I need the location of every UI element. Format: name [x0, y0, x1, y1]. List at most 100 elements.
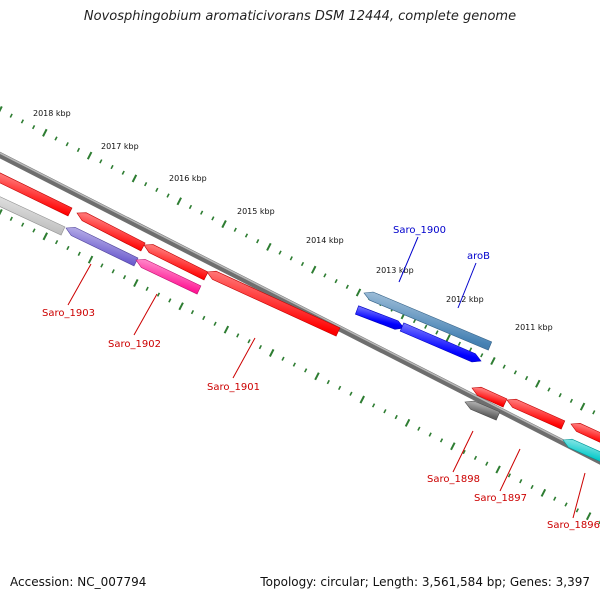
tick-mark — [428, 432, 432, 437]
tick-mark — [310, 265, 317, 274]
tick-mark — [21, 222, 25, 227]
tick-mark — [122, 274, 127, 280]
tick-mark — [155, 187, 159, 192]
gene-label[interactable]: Saro_1900 — [393, 225, 446, 236]
gene-label-leader — [457, 262, 477, 309]
tick-mark — [355, 288, 362, 297]
tick-mark — [359, 395, 365, 404]
tick-mark — [236, 333, 240, 338]
tick-mark — [110, 164, 114, 170]
tick-mark — [31, 124, 36, 130]
tick-mark — [168, 298, 172, 303]
gene-arrow-saro-1904[interactable] — [0, 172, 73, 217]
gene-arrow-arob[interactable] — [399, 322, 482, 363]
tick-mark — [131, 174, 138, 183]
tick-mark — [54, 136, 58, 141]
tick-mark — [439, 438, 444, 443]
tick-mark — [258, 344, 262, 350]
tick-mark — [133, 278, 139, 287]
tick-mark — [223, 325, 230, 334]
gene-label[interactable]: Saro_1896 — [547, 520, 600, 531]
tick-mark — [323, 273, 327, 278]
gene-arrow-saro-1896b[interactable] — [570, 422, 600, 446]
tick-mark — [412, 318, 417, 324]
gene-arrow-saro-1901[interactable] — [206, 270, 341, 337]
tick-mark — [598, 520, 600, 525]
outer-tick-track — [0, 105, 596, 415]
gene-label[interactable]: Saro_1898 — [427, 474, 480, 485]
tick-mark — [457, 341, 461, 346]
gene-label-leader — [572, 472, 586, 519]
tick-mark — [100, 263, 104, 268]
tick-mark — [65, 142, 69, 147]
tick-mark — [256, 239, 260, 244]
tick-mark — [404, 418, 411, 427]
tick-mark — [188, 204, 193, 210]
tick-mark — [530, 484, 534, 490]
tick-mark — [278, 250, 282, 255]
tick-mark — [547, 387, 551, 392]
tick-mark — [0, 105, 3, 113]
tick-mark — [579, 402, 586, 411]
tick-mark — [247, 339, 251, 344]
gene-label[interactable]: Saro_1903 — [42, 308, 95, 319]
gene-label[interactable]: Saro_1897 — [474, 493, 527, 504]
gene-arrow-arob-a[interactable] — [355, 305, 405, 330]
tick-mark — [569, 398, 574, 404]
tick-mark — [121, 170, 125, 175]
tick-mark — [349, 391, 353, 396]
tick-mark — [213, 321, 217, 326]
gene-arrow-saro-1898[interactable] — [464, 400, 501, 421]
tick-mark — [540, 488, 547, 497]
gene-arrow-saro-1896[interactable] — [562, 438, 600, 465]
kbp-label: 2015 kbp — [237, 207, 275, 216]
tick-mark — [300, 261, 305, 267]
tick-mark — [266, 242, 272, 251]
tick-mark — [200, 210, 204, 215]
tick-mark — [564, 502, 568, 507]
gene-label[interactable]: Saro_1901 — [207, 382, 260, 393]
gene-arrow-saro-1902b[interactable] — [143, 244, 209, 281]
tick-mark — [450, 442, 456, 451]
gene-label-leader — [398, 236, 419, 283]
kbp-label: 2017 kbp — [101, 142, 139, 151]
tick-mark — [480, 353, 484, 358]
gene-label[interactable]: aroB — [467, 251, 490, 262]
gene-arrow-saro-1903[interactable] — [65, 227, 139, 267]
tick-mark — [558, 393, 562, 398]
tick-mark — [334, 278, 338, 284]
tick-mark — [473, 455, 478, 461]
kbp-label: 2013 kbp — [376, 266, 414, 275]
gene-label[interactable]: Saro_1902 — [108, 339, 161, 350]
gene-arrow-gray[interactable] — [0, 196, 66, 236]
tick-mark — [524, 375, 529, 381]
genome-backbone — [0, 151, 600, 465]
gene-arrow-saro-1902[interactable] — [135, 259, 202, 295]
tick-mark — [42, 128, 48, 137]
tick-mark — [314, 372, 320, 381]
gene-label-leader — [133, 293, 158, 336]
tick-mark — [371, 403, 376, 408]
gene-arrow-saro-1903b[interactable] — [76, 212, 146, 252]
gene-arrow-saro-1897[interactable] — [506, 398, 566, 430]
accession-text: Accession: NC_007794 — [10, 575, 147, 589]
gene-label-leader — [452, 430, 474, 473]
kbp-label: 2018 kbp — [33, 109, 71, 118]
tick-mark — [211, 216, 215, 221]
tick-mark — [326, 379, 330, 385]
gene-label-leader — [232, 337, 256, 379]
tick-mark — [233, 227, 237, 232]
tick-mark — [54, 240, 59, 245]
tick-mark — [485, 461, 489, 466]
tick-mark — [99, 159, 103, 164]
gene-arrow-saro-1900[interactable] — [363, 291, 493, 351]
tick-mark — [268, 348, 275, 357]
tick-mark — [202, 315, 206, 321]
tick-mark — [111, 269, 115, 274]
tick-mark — [86, 151, 93, 160]
tick-mark — [32, 228, 36, 233]
tick-mark — [9, 216, 13, 221]
tick-mark — [575, 508, 579, 513]
gene-arrow-saro-1898b[interactable] — [471, 386, 508, 408]
